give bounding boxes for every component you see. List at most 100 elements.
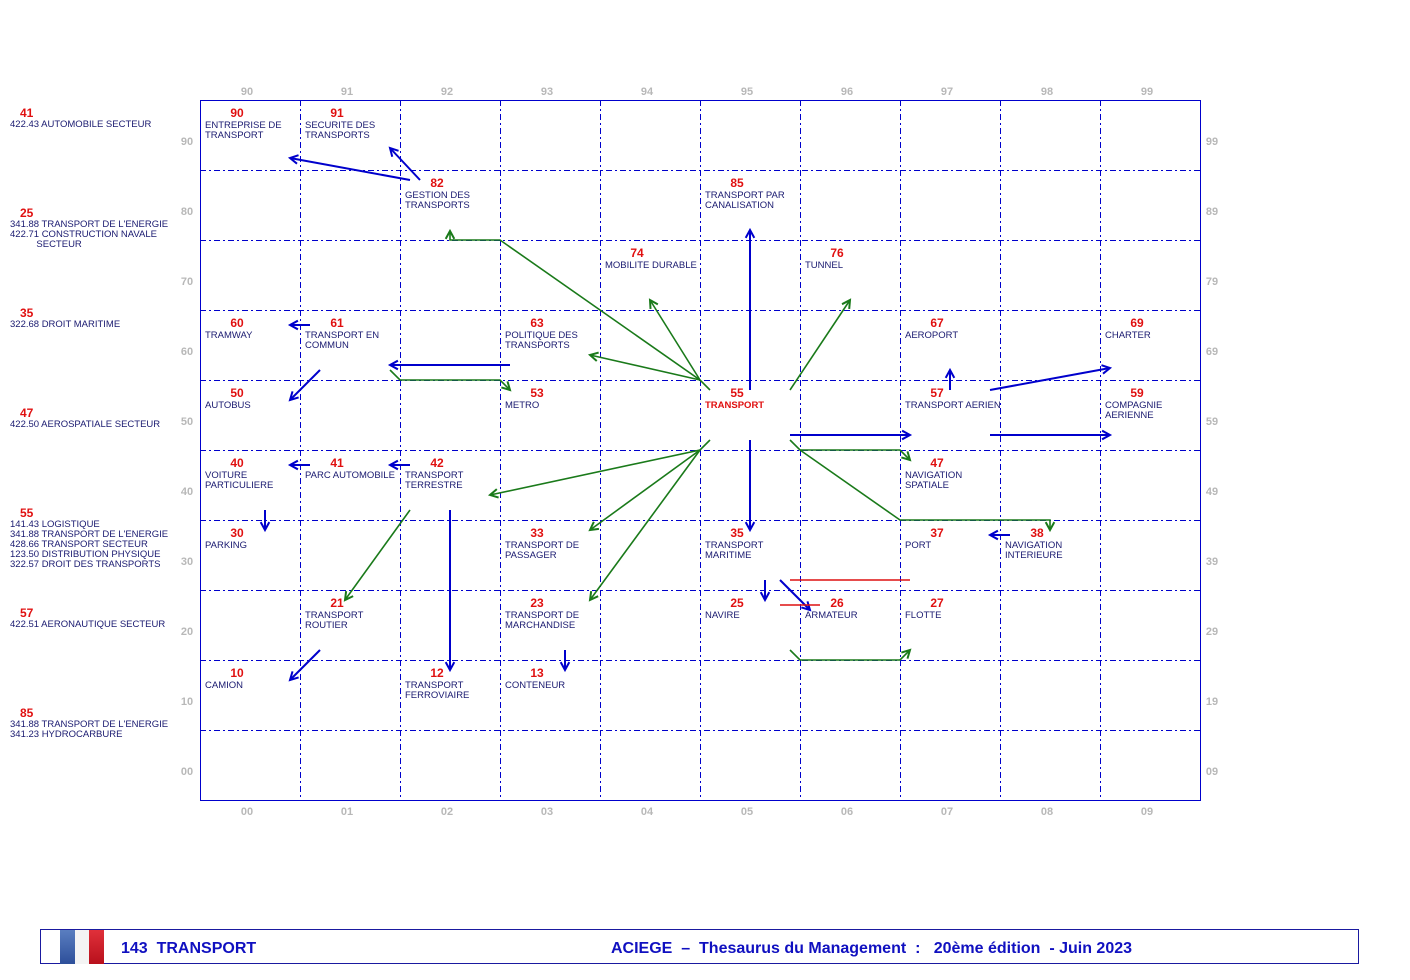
term-label: ARMATEUR xyxy=(805,610,858,621)
axis-label-right: 79 xyxy=(1205,276,1219,288)
term-label: NAVIGATION SPATIALE xyxy=(905,470,963,491)
axis-label-bottom: 05 xyxy=(740,806,754,818)
blue-relation-arrow xyxy=(289,369,321,401)
arrowhead-icon xyxy=(487,488,499,499)
arrowhead-icon xyxy=(287,459,299,471)
term-label: MOBILITE DURABLE xyxy=(605,260,697,271)
term-code: 10 xyxy=(230,666,244,680)
arrowhead-icon xyxy=(343,590,354,602)
axis-label-top: 93 xyxy=(540,86,554,98)
arrowhead-icon xyxy=(901,451,912,462)
axis-label-top: 90 xyxy=(240,86,254,98)
term-code: 59 xyxy=(1130,386,1144,400)
green-relation-arrow xyxy=(389,369,511,391)
term-code: 55 xyxy=(730,386,744,400)
axis-label-bottom: 00 xyxy=(240,806,254,818)
term-label: PORT xyxy=(905,540,932,551)
reference-code: 57 xyxy=(20,606,34,620)
term-label: TRANSPORT EN COMMUN xyxy=(305,330,380,351)
axis-label-bottom: 09 xyxy=(1140,806,1154,818)
term-label: ENTREPRISE DE TRANSPORT xyxy=(205,120,282,141)
term-label: NAVIGATION INTERIEURE xyxy=(1005,540,1063,561)
axis-label-top: 95 xyxy=(740,86,754,98)
arrowhead-icon xyxy=(841,298,852,310)
green-relation-arrow xyxy=(589,449,701,531)
green-relation-arrow xyxy=(799,449,1051,530)
axis-label-bottom: 03 xyxy=(540,806,554,818)
reference-lines: 141.43 LOGISTIQUE 341.88 TRANSPORT DE L'… xyxy=(10,519,169,570)
term-label: TRANSPORT PAR CANALISATION xyxy=(705,190,785,211)
arrowhead-icon xyxy=(388,146,399,157)
arrowhead-icon xyxy=(287,319,299,331)
term-code: 25 xyxy=(730,596,744,610)
term-label: TRAMWAY xyxy=(205,330,253,341)
axis-label-left: 00 xyxy=(180,766,194,778)
reference-code: 47 xyxy=(20,406,34,420)
axis-label-left: 70 xyxy=(180,276,194,288)
axis-label-left: 10 xyxy=(180,696,194,708)
reference-lines: 422.43 AUTOMOBILE SECTEUR xyxy=(10,119,152,130)
axis-label-top: 98 xyxy=(1040,86,1054,98)
arrowhead-icon xyxy=(759,591,771,603)
term-label: TRANSPORT DE MARCHANDISE xyxy=(505,610,580,631)
axis-label-top: 94 xyxy=(640,86,654,98)
term-code: 12 xyxy=(430,666,444,680)
term-code: 21 xyxy=(330,596,344,610)
term-code: 63 xyxy=(530,316,544,330)
axis-label-right: 39 xyxy=(1205,556,1219,568)
term-label: COMPAGNIE AERIENNE xyxy=(1105,400,1163,421)
blue-relation-arrow xyxy=(389,147,421,181)
term-label: AUTOBUS xyxy=(205,400,251,411)
term-code: 74 xyxy=(630,246,644,260)
axis-label-left: 60 xyxy=(180,346,194,358)
term-code: 26 xyxy=(830,596,844,610)
axis-label-right: 19 xyxy=(1205,696,1219,708)
axis-label-left: 20 xyxy=(180,626,194,638)
term-code: 53 xyxy=(530,386,544,400)
term-label: NAVIRE xyxy=(705,610,740,621)
arrowhead-icon xyxy=(901,429,913,441)
term-label: TRANSPORT MARITIME xyxy=(705,540,764,561)
term-code: 33 xyxy=(530,526,544,540)
axis-label-top: 91 xyxy=(340,86,354,98)
green-relation-arrow xyxy=(789,299,851,391)
arrowhead-icon xyxy=(559,661,571,673)
blue-relation-arrow xyxy=(289,157,411,181)
arrowhead-icon xyxy=(901,648,912,659)
term-label: AEROPORT xyxy=(905,330,959,341)
reference-code: 85 xyxy=(20,706,34,720)
green-relation-arrow xyxy=(449,231,711,391)
term-code: 50 xyxy=(230,386,244,400)
french-flag-icon xyxy=(60,930,105,964)
arrowhead-icon xyxy=(944,367,956,379)
axis-label-right: 99 xyxy=(1205,136,1219,148)
term-code: 47 xyxy=(930,456,944,470)
term-label: CHARTER xyxy=(1105,330,1151,341)
term-label: SECURITE DES TRANSPORTS xyxy=(305,120,376,141)
reference-code: 35 xyxy=(20,306,34,320)
term-label: GESTION DES TRANSPORTS xyxy=(405,190,470,211)
arrowhead-icon xyxy=(987,529,999,541)
arrowhead-icon xyxy=(744,521,756,533)
term-label: TRANSPORT ROUTIER xyxy=(305,610,364,631)
axis-label-bottom: 08 xyxy=(1040,806,1054,818)
axis-label-right: 29 xyxy=(1205,626,1219,638)
term-code: 38 xyxy=(1030,526,1044,540)
arrowhead-icon xyxy=(444,661,456,673)
term-code: 30 xyxy=(230,526,244,540)
term-label: TUNNEL xyxy=(805,260,844,271)
axis-label-bottom: 07 xyxy=(940,806,954,818)
term-code: 61 xyxy=(330,316,344,330)
axis-label-top: 99 xyxy=(1140,86,1154,98)
arrowhead-icon xyxy=(444,228,456,240)
arrowhead-icon xyxy=(588,521,600,532)
axis-label-top: 97 xyxy=(940,86,954,98)
term-label: TRANSPORT FERROVIAIRE xyxy=(405,680,470,701)
axis-label-right: 49 xyxy=(1205,486,1219,498)
arrowhead-icon xyxy=(288,671,299,682)
green-relation-arrow xyxy=(789,649,911,661)
term-code: 90 xyxy=(230,106,244,120)
term-label: METRO xyxy=(505,400,540,411)
reference-lines: 422.51 AERONAUTIQUE SECTEUR xyxy=(10,619,166,630)
